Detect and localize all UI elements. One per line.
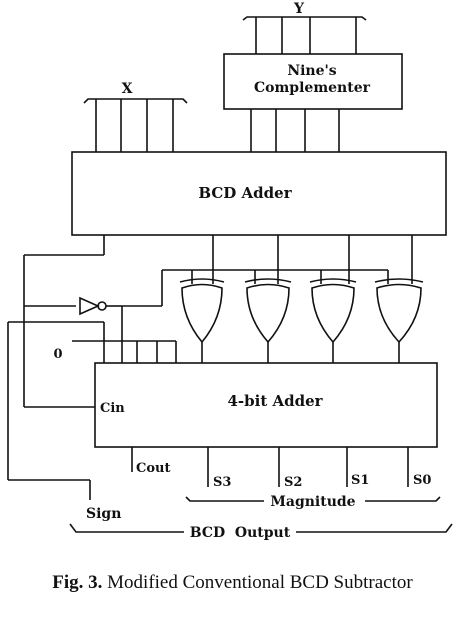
y-label: Y [293,1,305,17]
x-input-bus [83,98,188,152]
figure-caption: Fig. 3. Modified Conventional BCD Subtra… [0,572,465,594]
s0-label: S0 [413,473,431,488]
s3-label: S3 [213,475,231,490]
nines-complementer-block [223,53,403,110]
bcd-output-wires [212,235,413,284]
cin-label: Cin [100,401,125,416]
xor-gate-2 [244,278,292,363]
four-bit-adder-block [94,362,438,448]
bcd-adder-label: BCD Adder [198,184,292,202]
complementer-output-wires [250,109,340,152]
bcd-output-label: BCD Output [190,525,291,541]
cout-label: Cout [136,461,170,476]
zero-label: 0 [53,347,62,362]
figure-title: Modified Conventional BCD Subtractor [102,572,413,593]
s1-label: S1 [351,473,369,488]
xor-gate-3 [309,278,357,363]
circuit-diagram: Y Nine's Complementer X BCD Adder [7,1,453,541]
zero-input-wires [72,340,177,363]
nines-complementer-line2: Complementer [254,80,371,96]
xor-control-bus [122,269,389,307]
four-bit-adder-label: 4-bit Adder [227,392,323,410]
nines-complementer-line1: Nine's [287,63,336,79]
sign-wire [7,321,105,500]
bcd-output-brace [69,523,453,533]
bcd-adder-block [71,151,447,236]
inverter-gate [79,296,123,363]
figure-number: Fig. 3. [52,572,103,593]
s2-label: S2 [284,475,302,490]
magnitude-brace [185,496,441,502]
x-label: X [122,81,133,97]
sign-label: Sign [86,506,121,522]
y-input-bus [242,16,367,54]
magnitude-label: Magnitude [270,494,355,510]
xor-gate-4 [374,278,424,363]
xor-gate-1 [179,278,225,363]
adder-output-wires [131,447,409,487]
carry-wire [23,235,105,408]
